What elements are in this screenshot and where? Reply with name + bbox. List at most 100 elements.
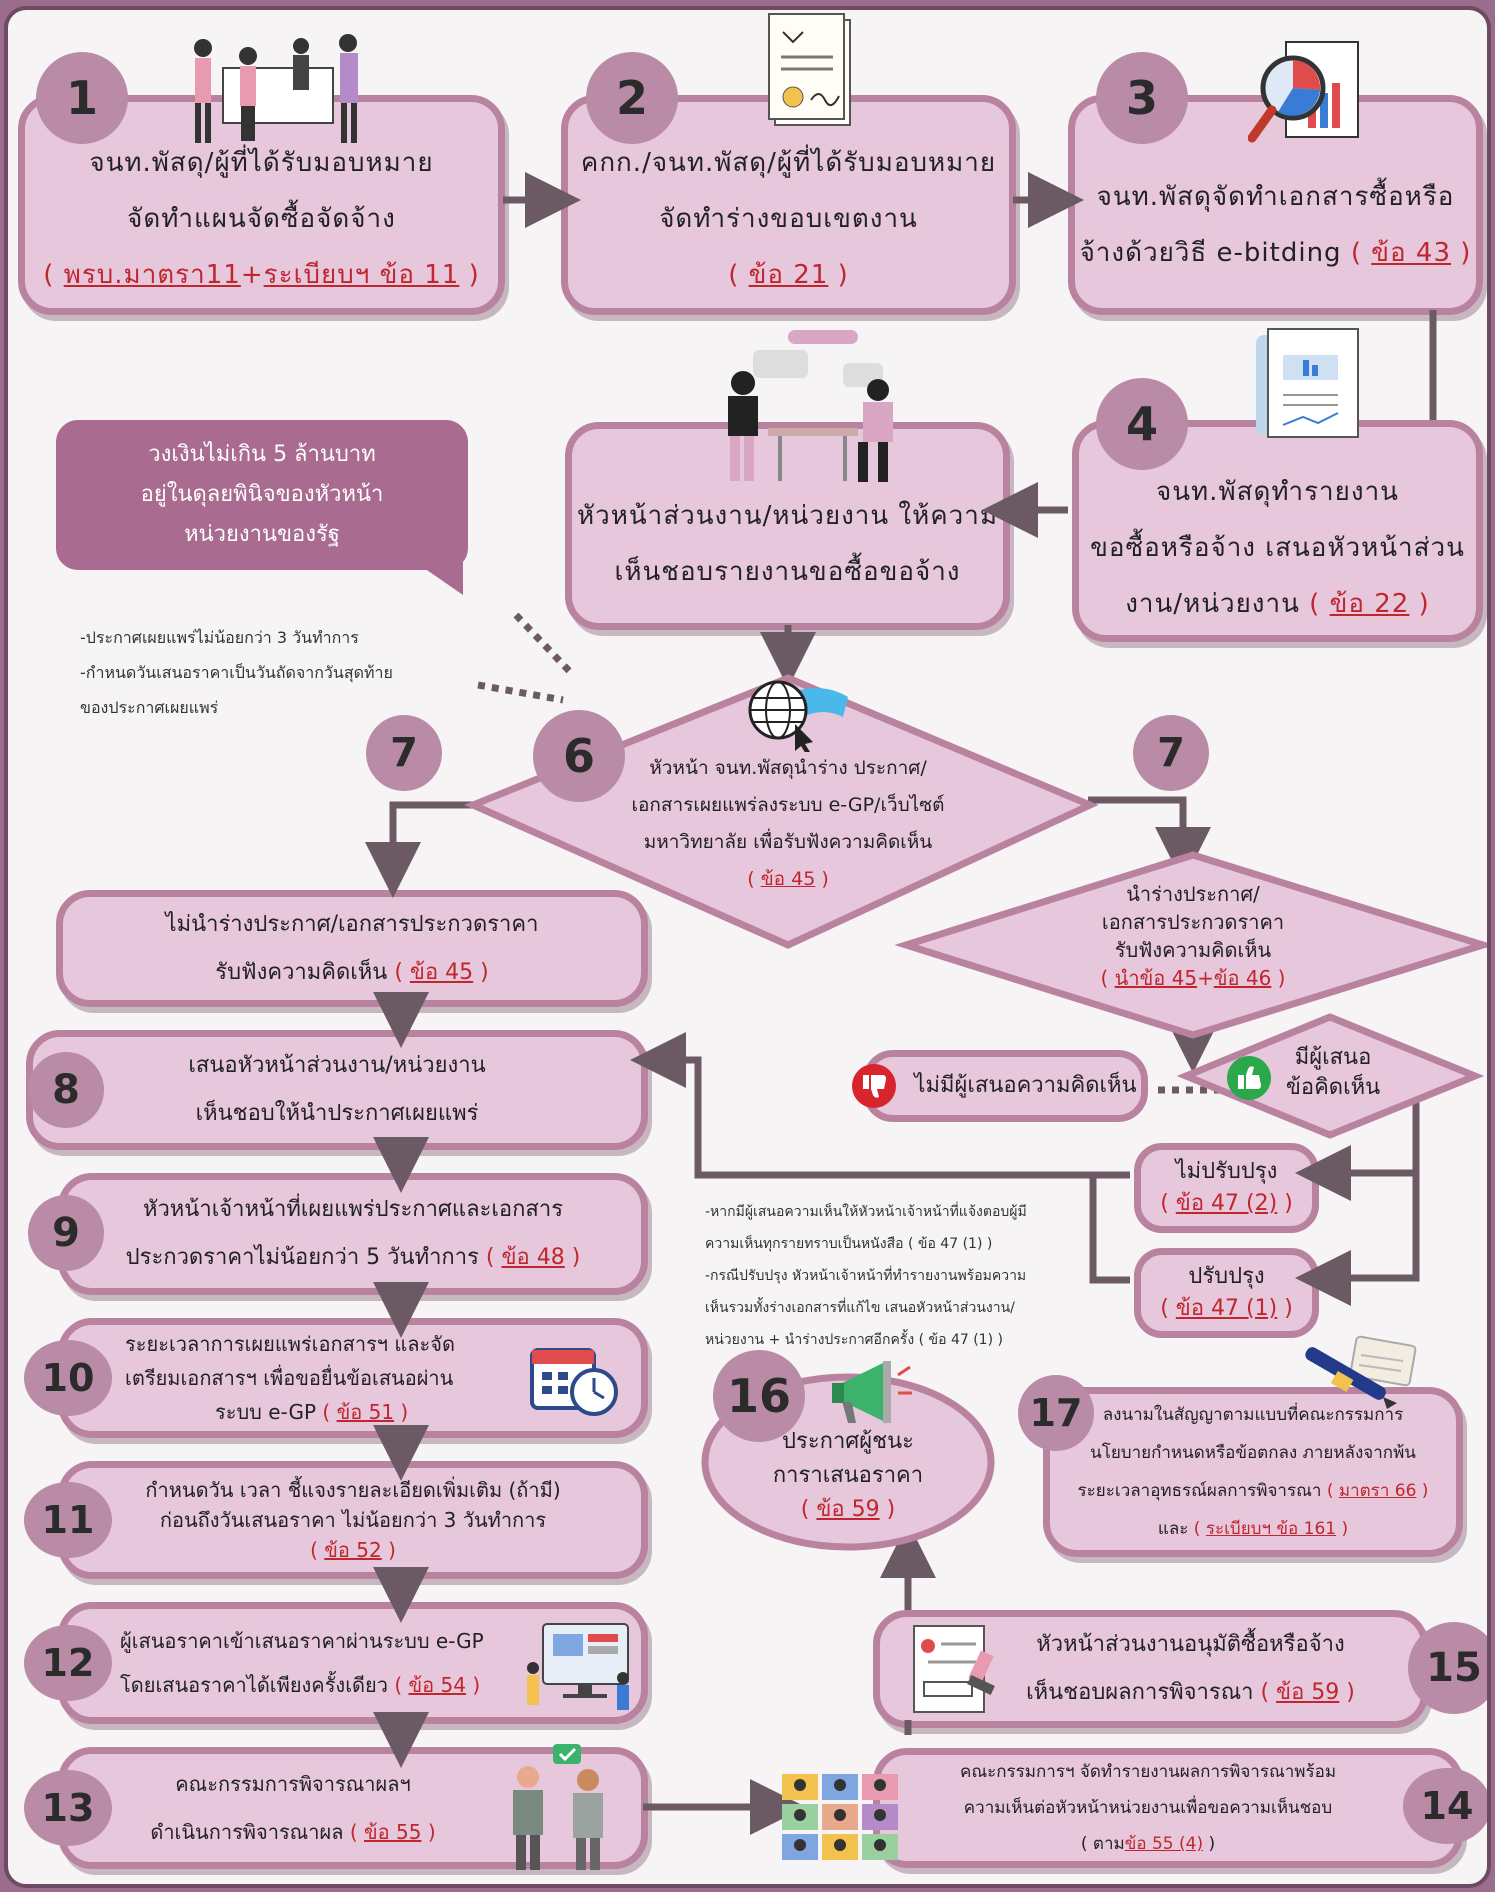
computer-bidding-icon bbox=[527, 1623, 629, 1710]
consultation-icon bbox=[728, 330, 893, 482]
step-7b-pre: นำ bbox=[1114, 966, 1140, 990]
step-7a-line2: รับฟังความคิดเห็น bbox=[215, 959, 388, 985]
comment-note-line5: หน่วยงาน + นำร่างประกาศอีกครั้ง ( ข้อ 47… bbox=[705, 1332, 1003, 1348]
step-10-box: ระยะเวลาการเผยแพร่เอกสารฯ และจัด เตรียมเ… bbox=[58, 1318, 648, 1438]
step-7b-ref-b[interactable]: ข้อ 46 bbox=[1213, 966, 1272, 990]
magnifier-chart-icon bbox=[1248, 41, 1359, 143]
megaphone-icon bbox=[832, 1361, 912, 1423]
line-revise-to-loop bbox=[1089, 1175, 1130, 1284]
video-conference-icon bbox=[782, 1774, 898, 1860]
step-11-box: กำหนดวัน เวลา ชี้แจงรายละเอียดเพิ่มเติม … bbox=[58, 1461, 648, 1579]
comment-note-line4: เห็นรวมทั้งร่างเอกสารที่แก้ไข เสนอหัวหน้… bbox=[705, 1300, 1015, 1316]
step-13-ref[interactable]: ข้อ 55 bbox=[363, 1820, 422, 1844]
step-12-ref[interactable]: ข้อ 54 bbox=[408, 1673, 467, 1697]
step-13-line1: คณะกรรมการพิจารณาผลฯ bbox=[175, 1772, 411, 1796]
step-14-pre: ตาม bbox=[1092, 1834, 1125, 1854]
has-comment-line1: มีผู้เสนอ bbox=[1294, 1045, 1372, 1070]
budget-note-box: วงเงินไม่เกิน 5 ล้านบาท อยู่ในดุลยพินิจข… bbox=[56, 420, 468, 570]
step-9-line1: หัวหน้าเจ้าหน้าที่เผยแพร่ประกาศและเอกสาร bbox=[142, 1197, 564, 1222]
step-14-line2: ความเห็นต่อหัวหน้าหน่วยงานเพื่อขอความเห็… bbox=[963, 1798, 1333, 1818]
step-1-box: จนท.พัสดุ/ผู้ที่ได้รับมอบหมาย จัดทำแผนจั… bbox=[18, 95, 505, 315]
step-7b-ref-a[interactable]: ข้อ 45 bbox=[1139, 966, 1198, 990]
step-7a-ref[interactable]: ข้อ 45 bbox=[409, 959, 474, 985]
step-2-line2: จัดทำร่างขอบเขตงาน bbox=[659, 204, 918, 234]
step-17-ref-b[interactable]: ระเบียบฯ ข้อ 161 bbox=[1205, 1519, 1337, 1539]
step-17-box: ลงนามในสัญญาตามแบบที่คณะกรรมการ นโยบายกำ… bbox=[1043, 1387, 1463, 1557]
revise-label: ปรับปรุง bbox=[1188, 1264, 1265, 1289]
step-15-line1: หัวหน้าส่วนงานอนุมัติซื้อหรือจ้าง bbox=[1036, 1632, 1345, 1657]
step-17-line3: ระยะเวลาอุทธรณ์ผลการพิจารณา bbox=[1077, 1481, 1322, 1501]
step-4-number: 4 bbox=[1096, 378, 1188, 470]
step-5-line2: เห็นชอบรายงานขอซื้อขอจ้าง bbox=[614, 557, 961, 587]
step-14-ref[interactable]: ข้อ 55 (4) bbox=[1124, 1834, 1204, 1854]
step-10-line3: ระบบ e-GP bbox=[215, 1400, 317, 1424]
globe-icon bbox=[748, 680, 848, 752]
dotted-budget-pointer bbox=[513, 612, 576, 678]
committee-icon bbox=[513, 1744, 603, 1870]
step-1-ref-a[interactable]: พรบ.มาตรา11 bbox=[63, 260, 241, 290]
step-2-ref[interactable]: ข้อ 21 bbox=[748, 260, 829, 290]
step-15-line2: เห็นชอบผลการพิจารณา bbox=[1026, 1680, 1254, 1705]
no-comment-box: ไม่มีผู้เสนอความคิดเห็น bbox=[863, 1050, 1148, 1122]
step-1-line1: จนท.พัสดุ/ผู้ที่ได้รับมอบหมาย bbox=[89, 148, 434, 178]
step-17-number: 17 bbox=[1018, 1375, 1094, 1451]
arrow-to-revise bbox=[1295, 1173, 1420, 1306]
step-14-number: 14 bbox=[1403, 1768, 1487, 1844]
step-1-ref-b[interactable]: ระเบียบฯ ข้อ 11 bbox=[263, 260, 460, 290]
step-2-box: คกก./จนท.พัสดุ/ผู้ที่ได้รับมอบหมาย จัดทำ… bbox=[561, 95, 1016, 315]
budget-note-line1: วงเงินไม่เกิน 5 ล้านบาท bbox=[148, 442, 376, 467]
comment-note-line2: ความเห็นทุกรายทราบเป็นหนังสือ ( ข้อ 47 (… bbox=[705, 1236, 993, 1252]
step-13-number: 13 bbox=[24, 1770, 112, 1846]
step-9-box: หัวหน้าเจ้าหน้าที่เผยแพร่ประกาศและเอกสาร… bbox=[58, 1173, 648, 1295]
step-6-line3: มหาวิทยาลัย เพื่อรับฟังความคิดเห็น bbox=[643, 831, 933, 853]
step-15-number: 15 bbox=[1408, 1622, 1487, 1714]
step-7a-line1: ไม่นำร่างประกาศ/เอกสารประกวดราคา bbox=[165, 911, 539, 937]
step-17-and: และ bbox=[1157, 1519, 1189, 1539]
step-11-line1: กำหนดวัน เวลา ชี้แจงรายละเอียดเพิ่มเติม … bbox=[145, 1478, 561, 1502]
step-14-line1: คณะกรรมการฯ จัดทำรายงานผลการพิจารณาพร้อม bbox=[959, 1762, 1337, 1782]
step-1-plus: + bbox=[240, 260, 264, 290]
pen-signing-icon bbox=[1305, 1335, 1417, 1409]
arrow-6-to-7b bbox=[1088, 796, 1211, 883]
step-14-box: คณะกรรมการฯ จัดทำรายงานผลการพิจารณาพร้อม… bbox=[873, 1748, 1463, 1868]
step-10-line2: เตรียมเอกสารฯ เพื่อขอยื่นข้อเสนอผ่าน bbox=[125, 1366, 454, 1390]
step-7b-diamond bbox=[894, 851, 1487, 1039]
step-6-line1: หัวหน้า จนท.พัสดุนำร่าง ประกาศ/ bbox=[649, 757, 927, 779]
step-1-number: 1 bbox=[36, 52, 128, 144]
step-11-ref[interactable]: ข้อ 52 bbox=[324, 1538, 382, 1562]
no-revise-ref[interactable]: ข้อ 47 (2) bbox=[1175, 1191, 1278, 1216]
team-meeting-icon bbox=[194, 34, 358, 143]
comment-decision-diamond bbox=[1176, 1013, 1485, 1139]
step-8-box: เสนอหัวหน้าส่วนงาน/หน่วยงาน เห็นชอบให้นำ… bbox=[26, 1030, 648, 1150]
step-5-box: หัวหน้าส่วนงาน/หน่วยงาน ให้ความ เห็นชอบร… bbox=[565, 422, 1010, 630]
step-16-ref[interactable]: ข้อ 59 bbox=[816, 1497, 880, 1522]
step-15-ref[interactable]: ข้อ 59 bbox=[1276, 1680, 1340, 1705]
step-12-number: 12 bbox=[24, 1625, 112, 1701]
step-6-ref[interactable]: ข้อ 45 bbox=[760, 868, 816, 890]
step-4-ref[interactable]: ข้อ 22 bbox=[1329, 589, 1410, 619]
revise-box: ปรับปรุง ( ข้อ 47 (1) ) bbox=[1134, 1248, 1319, 1338]
comment-note: -หากมีผู้เสนอความเห็นให้หัวหน้าเจ้าหน้าท… bbox=[705, 1196, 1027, 1356]
comment-note-line1: -หากมีผู้เสนอความเห็นให้หัวหน้าเจ้าหน้าท… bbox=[705, 1204, 1027, 1220]
approved-document-icon bbox=[913, 1625, 995, 1713]
step-10-ref[interactable]: ข้อ 51 bbox=[336, 1400, 395, 1424]
step-8-line1: เสนอหัวหน้าส่วนงาน/หน่วยงาน bbox=[188, 1053, 486, 1078]
publish-note-line3: ของประกาศเผยแพร่ bbox=[80, 698, 219, 717]
step-16-number: 16 bbox=[713, 1350, 805, 1442]
revise-ref[interactable]: ข้อ 47 (1) bbox=[1175, 1296, 1278, 1321]
step-16-text: ประกาศผู้ชนะ การาเสนอราคา ( ข้อ 59 ) bbox=[718, 1425, 978, 1527]
step-9-ref[interactable]: ข้อ 48 bbox=[501, 1245, 565, 1270]
budget-note-line3: หน่วยงานของรัฐ bbox=[184, 522, 340, 547]
step-17-ref-a[interactable]: มาตรา 66 bbox=[1338, 1481, 1417, 1501]
step-7b-line1: นำร่างประกาศ/ bbox=[1126, 882, 1260, 906]
report-document-icon bbox=[1256, 328, 1359, 438]
step-16-line2: การาเสนอราคา bbox=[772, 1463, 924, 1488]
comment-note-line3: -กรณีปรับปรุง หัวหน้าเจ้าหน้าที่ทำรายงาน… bbox=[705, 1268, 1027, 1284]
step-6-text: หัวหน้า จนท.พัสดุนำร่าง ประกาศ/ เอกสารเผ… bbox=[573, 750, 1003, 898]
no-revise-label: ไม่ปรับปรุง bbox=[1175, 1159, 1278, 1184]
step-5-line1: หัวหน้าส่วนงาน/หน่วยงาน ให้ความ bbox=[577, 501, 998, 531]
has-comment-text: มีผู้เสนอ ข้อคิดเห็น bbox=[1263, 1043, 1403, 1103]
step-9-line2: ประกวดราคาไม่น้อยกว่า 5 วันทำการ bbox=[125, 1245, 479, 1270]
step-11-number: 11 bbox=[24, 1482, 112, 1558]
step-3-ref[interactable]: ข้อ 43 bbox=[1371, 238, 1451, 268]
